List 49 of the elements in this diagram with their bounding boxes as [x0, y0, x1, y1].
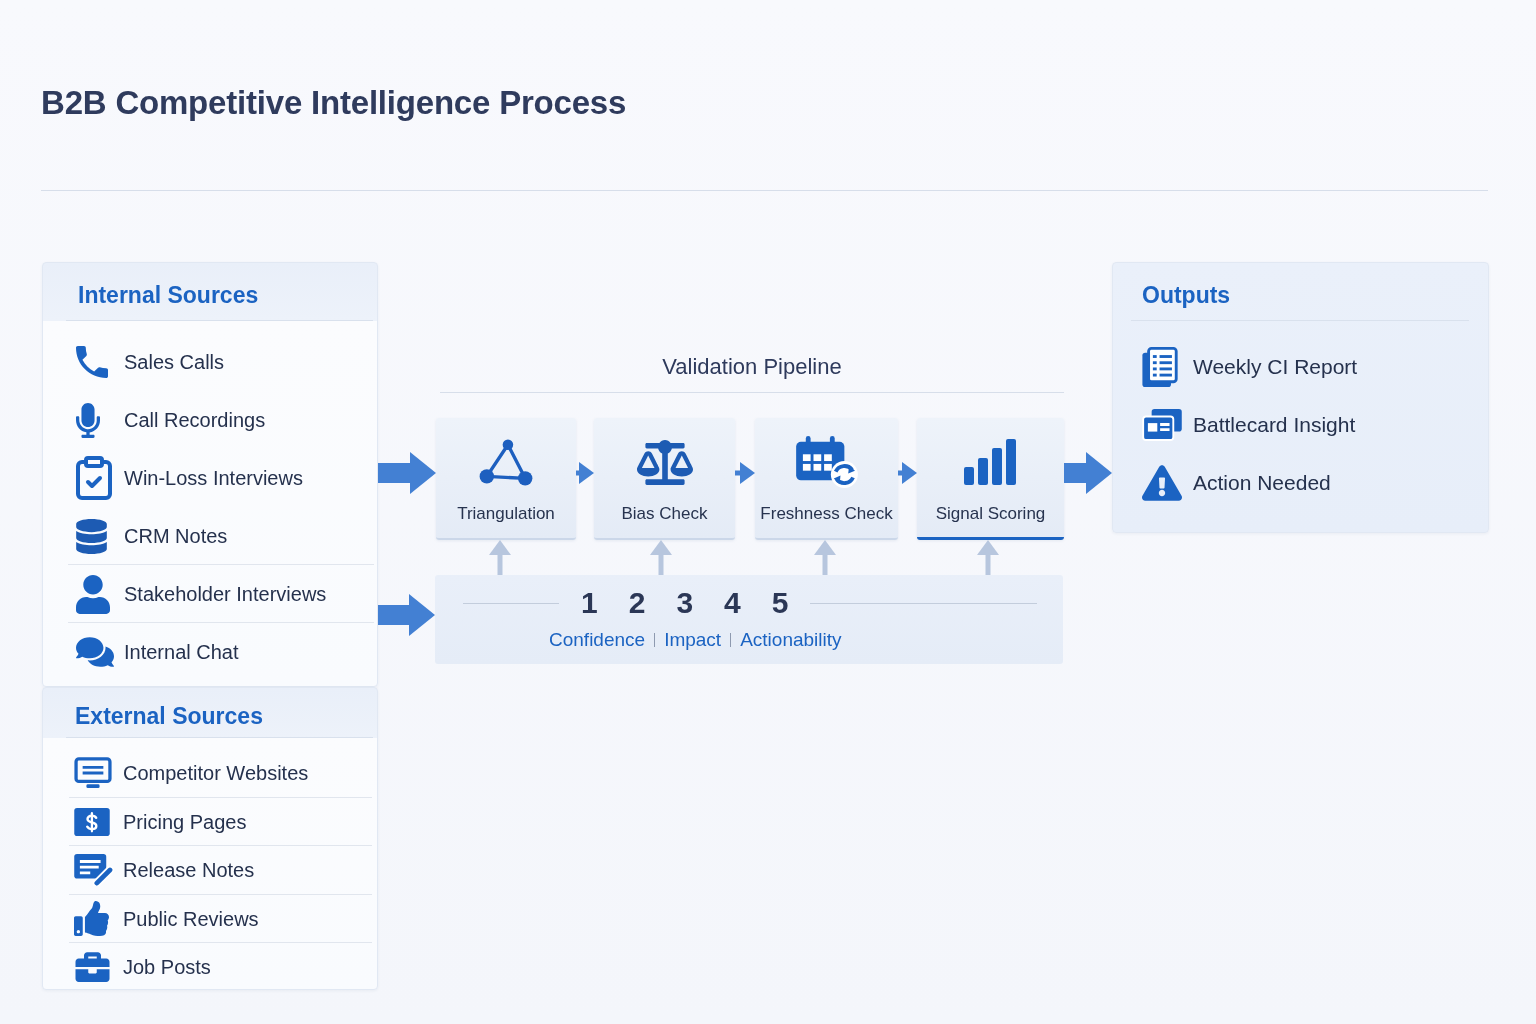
item-label: Sales Calls	[124, 350, 225, 374]
scale-number: 1	[581, 588, 598, 618]
pipeline-heading: Validation Pipeline	[662, 354, 842, 381]
arrow	[735, 462, 755, 484]
block-arrow	[1064, 452, 1112, 494]
item-label: Battlecard Insight	[1193, 412, 1356, 438]
step-label: Bias Check	[621, 504, 708, 525]
block-arrow	[378, 594, 435, 636]
scoring-panel	[435, 575, 1063, 664]
item-label: Stakeholder Interviews	[124, 582, 327, 606]
scale-number: 5	[771, 588, 789, 618]
metric-label: Impact	[664, 628, 722, 652]
section-heading: Internal Sources	[78, 282, 259, 310]
section-heading: Outputs	[1142, 282, 1231, 310]
section-heading: External Sources	[75, 703, 263, 731]
item-label: Job Posts	[123, 955, 211, 980]
item-label: Call Recordings	[124, 408, 266, 432]
step-label: Triangulation	[457, 504, 555, 525]
item-label: Weekly CI Report	[1193, 354, 1358, 380]
process-box	[594, 418, 735, 540]
item-label: Pricing Pages	[123, 809, 247, 834]
block-arrow	[378, 452, 436, 494]
step-label: Freshness Check	[760, 504, 893, 525]
arrow	[977, 540, 999, 575]
item-label: Win-Loss Interviews	[124, 466, 303, 490]
item-label: Competitor Websites	[123, 761, 309, 786]
item-label: Public Reviews	[123, 906, 259, 931]
scale-number: 2	[628, 588, 646, 618]
arrow	[898, 462, 917, 484]
arrow	[489, 540, 511, 575]
arrow	[576, 462, 594, 484]
page-title: B2B Competitive Intelligence Process	[41, 83, 627, 123]
item-label: Action Needed	[1193, 470, 1331, 496]
process-box	[755, 418, 898, 540]
process-box	[917, 418, 1064, 540]
list-panel	[42, 687, 378, 990]
list-panel	[42, 262, 378, 687]
arrow	[650, 540, 672, 575]
metric-label: Confidence	[549, 628, 646, 652]
step-label: Signal Scoring	[935, 504, 1046, 525]
arrow	[814, 540, 836, 575]
scale-number: 4	[724, 588, 741, 618]
item-label: CRM Notes	[124, 524, 228, 548]
item-label: Release Notes	[123, 858, 255, 883]
scale-number: 3	[676, 588, 694, 618]
list-panel	[1112, 262, 1489, 533]
process-box	[436, 418, 576, 540]
item-label: Internal Chat	[124, 640, 239, 664]
metric-label: Actionability	[740, 628, 842, 652]
